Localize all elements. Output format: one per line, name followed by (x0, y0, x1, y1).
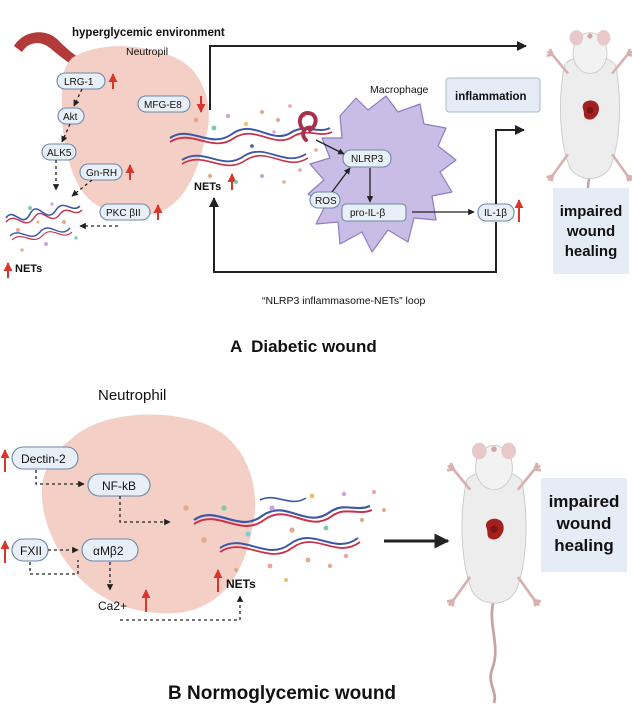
neutrophil-to-mouse-arrow (209, 41, 527, 110)
outcome-line-3-a: healing (565, 243, 618, 260)
inflammation-box (445, 77, 541, 113)
dectin2-pill: Dectin-2 (11, 446, 79, 470)
panel-a-caption: A Diabetic wound (230, 337, 377, 356)
gnrh-pill: Gn-RH (79, 163, 123, 181)
il1b-pill: IL-1β (477, 203, 515, 222)
svg-text:pro-IL-β: pro-IL-β (350, 208, 385, 219)
panel-a: hyperglycemic environment Neutropil LRG-… (3, 27, 632, 356)
neutrophil-label-a: Neutropil (126, 46, 168, 58)
loop-label: “NLRP3 inflammasome-NETs” loop (262, 295, 426, 307)
svg-text:αMβ2: αMβ2 (93, 544, 124, 558)
mfge8-pill: MFG-E8 (137, 95, 191, 113)
macrophage-label: Macrophage (370, 84, 429, 96)
fxii-to-amb2-arrow (29, 560, 79, 575)
pro-il1b-pill: pro-IL-β (341, 203, 407, 222)
ros-to-nlrp3-arrow (331, 167, 351, 193)
il1b-to-mouse-arrow (495, 125, 525, 204)
svg-text:ROS: ROS (315, 196, 337, 207)
ros-pill: ROS (309, 191, 341, 209)
svg-text:MFG-E8: MFG-E8 (144, 100, 182, 111)
svg-text:Dectin-2: Dectin-2 (21, 452, 66, 466)
il1b-to-nets-loop-arrow (209, 197, 497, 273)
svg-text:LRG-1: LRG-1 (64, 77, 94, 88)
panel-b: Neutrophil Dectin-2 NF-kB FXII αMβ2 Ca2+… (0, 387, 627, 705)
macrophage-cell (307, 95, 457, 253)
fxii-pill: FXII (11, 538, 49, 562)
svg-text:NLRP3: NLRP3 (351, 154, 384, 165)
dectin2-to-nfkb-arrow (35, 470, 85, 488)
alk5-pill: ALK5 (41, 143, 77, 161)
nlrp3-pill: NLRP3 (342, 149, 392, 168)
svg-text:ALK5: ALK5 (47, 148, 72, 159)
svg-text:Gn-RH: Gn-RH (86, 168, 117, 179)
pkc-pill: PKC βII (99, 203, 151, 221)
inflammation-label: inflammation (455, 91, 527, 103)
ca-to-nets-arrow (120, 595, 244, 621)
nets-label-b: NETs (226, 577, 256, 591)
svg-text:Akt: Akt (63, 112, 78, 123)
neutrophil-label-b: Neutrophil (98, 387, 166, 404)
amb2-pill: αMβ2 (81, 538, 139, 562)
svg-text:NF-kB: NF-kB (102, 479, 136, 493)
outcome-line-1-b: impaired (549, 492, 620, 511)
outcome-line-3-b: healing (554, 536, 614, 555)
nfkb-to-nets-arrow (119, 496, 171, 526)
nets-label-left: NETs (15, 263, 42, 275)
svg-text:IL-1β: IL-1β (484, 208, 507, 219)
hyperglycemic-environment-label: hyperglycemic environment (72, 27, 225, 39)
svg-text:PKC βII: PKC βII (106, 208, 141, 219)
outcome-box-b (541, 478, 627, 572)
svg-text:FXII: FXII (20, 544, 42, 558)
outcome-box-a (553, 188, 629, 274)
outcome-line-1-a: impaired (560, 203, 623, 220)
ca-label: Ca2+ (98, 599, 127, 613)
receptor-to-nlrp3-arrow (315, 139, 345, 155)
nfkb-pill: NF-kB (87, 473, 151, 497)
akt-pill: Akt (57, 107, 85, 125)
gnrh-to-nets-arrow (71, 179, 93, 197)
outcome-line-2-b: wound (556, 514, 612, 533)
neutrophil-cell-a (61, 46, 209, 217)
neutrophil-cell-b (41, 414, 256, 614)
receptor-icon (297, 111, 318, 142)
nets-cluster-left (5, 202, 83, 252)
mouse-icon-b (445, 441, 543, 705)
outcome-line-2-a: wound (566, 223, 615, 240)
panel-b-caption: B Normoglycemic wound (168, 683, 396, 704)
nets-label-center: NETs (194, 181, 221, 193)
nets-cluster-b (183, 490, 386, 582)
lrg1-pill: LRG-1 (56, 72, 106, 90)
